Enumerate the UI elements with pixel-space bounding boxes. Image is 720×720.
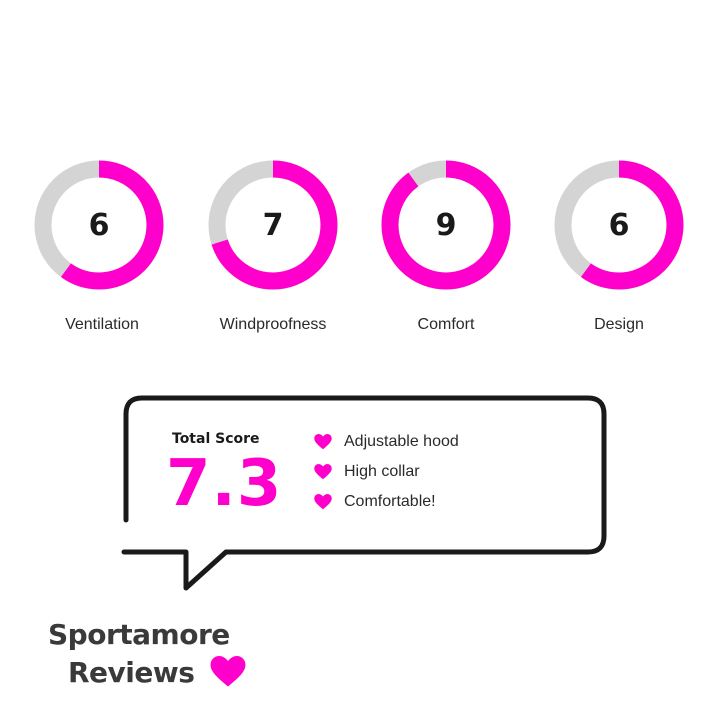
feature-text: Comfortable! <box>344 493 436 510</box>
feature-item: Comfortable! <box>314 491 436 513</box>
ring-chart <box>34 160 164 290</box>
heart-icon <box>210 656 246 687</box>
rating-label-design: Design <box>594 316 644 333</box>
feature-item: High collar <box>314 461 420 483</box>
heart-icon <box>314 494 332 510</box>
heart-icon <box>314 464 332 480</box>
feature-text: High collar <box>344 463 420 480</box>
rating-score: 9 <box>435 207 457 243</box>
ring-chart <box>381 160 511 290</box>
rating-score: 7 <box>262 207 284 243</box>
rating-ring-windproofness: 7 <box>206 158 340 292</box>
heart-icon <box>314 434 332 450</box>
total-score-title: Total Score <box>172 431 260 447</box>
brand-tagline: Reviews <box>68 656 195 689</box>
feature-item: Adjustable hood <box>314 431 459 453</box>
ring-chart <box>208 160 338 290</box>
feature-text: Adjustable hood <box>344 433 459 450</box>
rating-label-comfort: Comfort <box>417 316 475 333</box>
ring-fill <box>554 160 684 290</box>
rating-label-ventilation: Ventilation <box>65 316 139 333</box>
ring-fill <box>34 160 164 290</box>
brand-name: Sportamore <box>48 618 230 651</box>
rating-label-windproofness: Windproofness <box>219 316 327 333</box>
total-score-value: 7.3 <box>166 447 283 521</box>
ring-fill <box>381 160 511 290</box>
rating-ring-design: 6 <box>552 158 686 292</box>
rating-score: 6 <box>88 207 110 243</box>
ring-fill <box>208 160 338 290</box>
ring-chart <box>554 160 684 290</box>
rating-score: 6 <box>608 207 630 243</box>
rating-ring-comfort: 9 <box>379 158 513 292</box>
rating-ring-ventilation: 6 <box>32 158 166 292</box>
